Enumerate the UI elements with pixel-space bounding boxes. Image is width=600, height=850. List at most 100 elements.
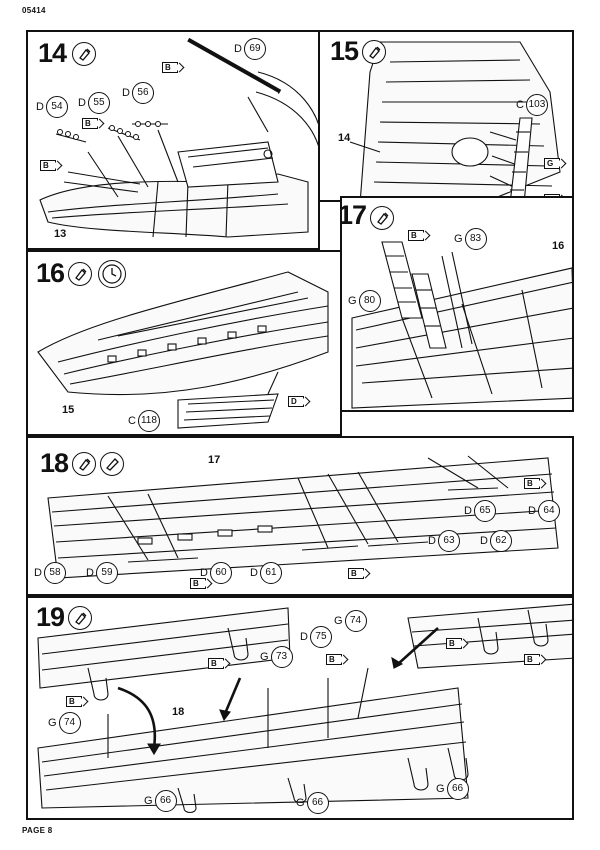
flag-b: B [208, 658, 224, 669]
part-group: D [200, 567, 208, 579]
part-number: 65 [473, 500, 496, 522]
step-14-illustration [39, 37, 318, 238]
part-group: D [528, 505, 536, 517]
part-ref-15: 15 [62, 404, 75, 416]
step-17-illustration [351, 241, 572, 409]
flag-b: B [162, 62, 178, 73]
flag-b: B [82, 118, 98, 129]
part-group: G [334, 615, 343, 627]
flag-g: G [544, 158, 560, 169]
part-number: 74 [58, 712, 81, 734]
flag-b: B [66, 696, 82, 707]
part-group: D [36, 101, 44, 113]
part-group: D [250, 567, 258, 579]
part-number: 60 [209, 562, 232, 584]
part-number: 64 [537, 500, 560, 522]
part-number: 62 [489, 530, 512, 552]
glue-icon [72, 452, 96, 476]
part-number: 61 [259, 562, 282, 584]
document-code: 05414 [22, 6, 46, 15]
part-number: 63 [437, 530, 460, 552]
part-number: 75 [309, 626, 332, 648]
step-16-illustration [37, 271, 329, 429]
part-group: G [436, 783, 445, 795]
part-group: D [34, 567, 42, 579]
part-group: D [428, 535, 436, 547]
part-ref-17: 17 [208, 454, 221, 466]
paint-icon [100, 452, 124, 476]
glue-icon [72, 42, 96, 66]
part-number: 118 [137, 410, 160, 432]
part-ref-13: 13 [54, 228, 67, 240]
flag-b: B [326, 654, 342, 665]
flag-b: B [446, 638, 462, 649]
part-group: G [144, 795, 153, 807]
step-16-number: 16 [36, 258, 65, 288]
part-number: 59 [95, 562, 118, 584]
part-group: G [348, 295, 357, 307]
part-number: 80 [358, 290, 381, 312]
part-group: D [86, 567, 94, 579]
part-number: 103 [525, 94, 548, 116]
part-ref-18: 18 [172, 706, 185, 718]
part-ref-16: 16 [552, 240, 565, 252]
part-group: G [48, 717, 57, 729]
step-14-number: 14 [38, 38, 67, 68]
flag-b: B [524, 654, 540, 665]
part-group: D [234, 43, 242, 55]
part-number: 56 [131, 82, 154, 104]
part-number: 55 [87, 92, 110, 114]
part-number: 58 [43, 562, 66, 584]
page-number: PAGE 8 [22, 826, 53, 835]
part-number: 83 [464, 228, 487, 250]
part-group: G [260, 651, 269, 663]
part-group: D [480, 535, 488, 547]
step-18-illustration [47, 455, 559, 579]
part-number: 54 [45, 96, 68, 118]
part-number: 73 [270, 646, 293, 668]
flag-b: B [408, 230, 424, 241]
part-group: G [454, 233, 463, 245]
flag-d: D [288, 396, 304, 407]
part-group: D [122, 87, 130, 99]
part-number: 69 [243, 38, 266, 60]
step-18-number: 18 [40, 448, 69, 478]
step-15-illustration [349, 41, 561, 200]
part-group: D [464, 505, 472, 517]
glue-icon [68, 606, 92, 630]
glue-icon [362, 40, 386, 64]
flag-b: B [40, 160, 56, 171]
glue-icon [370, 206, 394, 230]
part-ref-14: 14 [338, 132, 351, 144]
part-group: G [296, 797, 305, 809]
part-group: D [78, 97, 86, 109]
flag-b: B [190, 578, 206, 589]
part-number: 66 [446, 778, 469, 800]
part-group: C [516, 99, 524, 111]
